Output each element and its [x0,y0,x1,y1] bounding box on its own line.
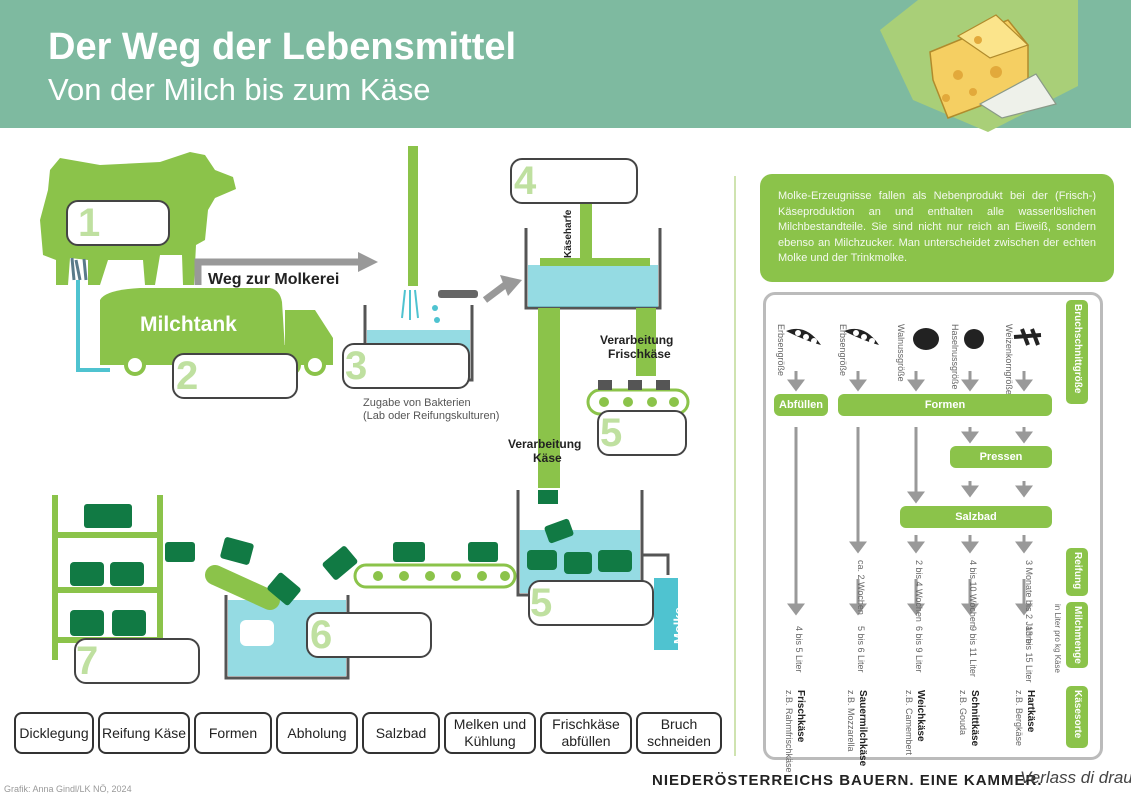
cheese-example-3: z.B. Camembert [904,690,914,756]
step-card-reifung[interactable]: Reifung Käse [98,712,190,754]
bacteria-note-1: Zugabe von Bakterien [363,397,471,409]
press-bar: Pressen [950,446,1052,468]
step-card-melken[interactable]: Melken und Kühlung [444,712,536,754]
harp-label: Käseharfe [563,209,574,258]
milk-amount-2: 5 bis 6 Liter [856,626,866,673]
step-card-salzbad[interactable]: Salzbad [362,712,440,754]
step-number-3: 3 [345,344,368,388]
milk-unit-note: in Liter pro kg Käse [1053,604,1062,673]
tab-cheese-type: Käsesorte [1066,686,1088,748]
wheat-icon [1013,328,1042,346]
ripening-shelf [52,495,163,660]
whey-info-text: Molke-Erzeugnisse fallen als Nebenproduk… [778,190,1096,264]
milk-amount-3: 6 bis 9 Liter [914,626,924,673]
cheese-label-1: Verarbeitung [508,437,582,451]
answer-box-5b[interactable] [528,580,654,626]
grain-size-5: Weizenkorngröße [1004,324,1014,395]
grain-size-4: Haselnussgröße [950,324,960,390]
grain-size-2: Erbsengröße [838,324,848,377]
fresh-label-1: Verarbeitung [600,333,674,347]
footer-slogan: NIEDERÖSTERREICHS BAUERN. EINE KAMMER. [652,772,1043,789]
cheese-type-1: Frischkäse [795,690,806,743]
cheese-example-2: z.B. Mozzarella [846,690,856,752]
cheese-label-2: Käse [533,451,562,465]
cheese-type-5: Hartkäse [1025,690,1036,733]
step-card-formen[interactable]: Formen [194,712,272,754]
whey-info-box [760,174,1114,282]
fresh-label-2: Frischkäse [608,347,671,361]
cheese-type-3: Weichkäse [915,690,926,742]
answer-box-3[interactable] [342,343,470,389]
footer-tagline: Verlass di drauf! [1020,768,1131,787]
ripening-4: 4 bis 10 Wochen [968,560,978,627]
page-title: Der Weg der Lebensmittel [48,26,517,68]
road-label: Weg zur Molkerei [208,271,340,288]
step-card-dicklegung[interactable]: Dicklegung [14,712,94,754]
cheese-comparison-panel [763,292,1103,760]
page-subtitle: Von der Milch bis zum Käse [48,72,431,107]
cheese-example-1: z.B. Rahmfrischkäse [784,690,794,773]
ripening-3: 2 bis 4 Wochen [914,560,924,622]
answer-box-5a[interactable] [597,410,687,456]
answer-box-4[interactable] [510,158,638,204]
graphic-credit: Grafik: Anna Gindl/LK NÖ, 2024 [4,784,132,794]
step-card-abholung[interactable]: Abholung [276,712,358,754]
divider [734,176,736,756]
tab-ripening: Reifung [1066,548,1088,596]
cheese-example-4: z.B. Gouda [958,690,968,736]
step-number-1: 1 [78,201,101,245]
tab-grain-size: Bruchschnittgröße [1066,300,1088,404]
comparison-graphics [786,328,1042,616]
answer-box-2[interactable] [172,353,298,399]
answer-box-6[interactable] [306,612,432,658]
answer-box-7[interactable] [74,638,200,684]
step-number-7: 7 [76,639,99,683]
step-card-bruch[interactable]: Bruch schneiden [636,712,722,754]
cheese-type-2: Sauermilchkäse [857,690,868,767]
whey-label: Molke [671,607,686,644]
step-number-2: 2 [176,354,199,398]
step-number-5a: 5 [600,411,623,455]
bacteria-note-2: (Lab oder Reifungskulturen) [363,410,500,422]
ripening-2: ca. 2 Wochen [856,560,866,615]
cheese-type-4: Schnittkäse [969,690,980,747]
milk-amount-1: 4 bis 5 Liter [794,626,804,673]
grain-size-3: Walnussgröße [896,324,906,382]
step-number-4: 4 [514,159,537,203]
road-arrow [194,258,360,285]
milk-amount-4: 9 bis 11 Liter [968,626,978,677]
tab-milk: Milchmenge [1066,602,1088,668]
form-bar: Formen [838,394,1052,416]
tank-label: Milchtank [140,313,237,336]
walnut-icon [913,328,939,350]
fill-bar: Abfüllen [774,394,828,416]
cheese-example-5: z.B. Bergkäse [1014,690,1024,747]
hazelnut-icon [964,329,984,349]
step-number-5b: 5 [530,581,553,625]
step-card-frischkaese[interactable]: Frischkäse abfüllen [540,712,632,754]
milk-truck [100,288,285,350]
cheese-illustration [880,0,1078,132]
grain-size-1: Erbsengröße [776,324,786,377]
vat-4 [524,228,662,310]
salt-bar: Salzbad [900,506,1052,528]
answer-box-1[interactable] [66,200,170,246]
step-number-6: 6 [310,613,333,657]
milk-amount-5: 13 bis 15 Liter [1024,626,1034,683]
